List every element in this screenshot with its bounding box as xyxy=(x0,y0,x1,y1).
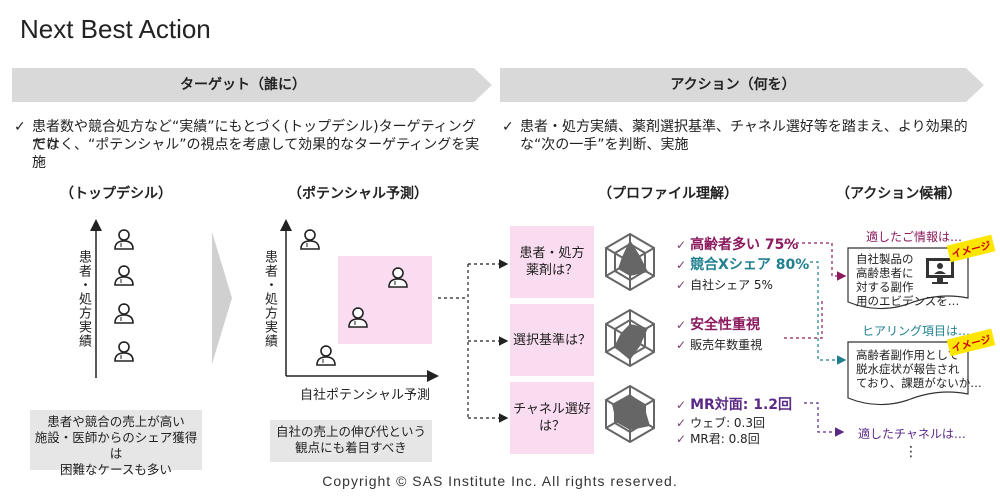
note-line: 自社の売上の伸び代という xyxy=(275,424,426,439)
profile-item-1: ✓高齢者多い 75% xyxy=(676,234,798,254)
note-line: 困難なケースも多い xyxy=(60,462,172,477)
page-title: Next Best Action xyxy=(20,14,211,44)
potential-y-label: 患者・処方実績 xyxy=(262,250,277,348)
check-icon: ✓ xyxy=(676,338,687,352)
action-label-2: ヒアリング項目は… xyxy=(862,324,971,338)
profile-item-2: ✓競合Xシェア 80% xyxy=(676,254,809,274)
potential-note: 自社の売上の伸び代という 観点にも着目すべき xyxy=(270,420,432,462)
metric-years-on-market: 販売年数重視 xyxy=(690,338,763,352)
radar-chart-3 xyxy=(605,384,655,444)
right-banner: アクション（何を） xyxy=(500,68,966,102)
metric-web: ウェブ: 0.3回 xyxy=(690,416,766,430)
left-banner-label: ターゲット（誰に） xyxy=(180,77,306,93)
question-box-3: チャネル選好は？ xyxy=(510,382,594,454)
potential-highlight-box xyxy=(338,256,432,344)
section-action: （アクション候補） xyxy=(836,186,962,202)
left-banner-arrow xyxy=(12,68,492,102)
copyright: Copyright © SAS Institute Inc. All right… xyxy=(322,473,678,489)
profile-item-7: ✓ウェブ: 0.3回 xyxy=(676,412,765,431)
radar-chart-2 xyxy=(605,308,655,368)
section-potential: （ポテンシャル予測） xyxy=(288,186,428,202)
section-profile: （プロファイル理解） xyxy=(598,186,738,202)
radar-chart-1 xyxy=(605,232,655,292)
doc-line: ており、課題がないか… xyxy=(856,376,982,390)
metric-own-share: 自社シェア 5% xyxy=(690,278,773,292)
person-icon xyxy=(316,344,336,366)
person-icon xyxy=(114,264,134,286)
left-bullet-line-2: でなく、“ポテンシャル”の視点を考慮して効果的なターゲティングを実施 xyxy=(32,137,480,171)
person-icon xyxy=(114,228,134,250)
ellipsis-icon: ⋮ xyxy=(904,444,918,460)
check-icon: ✓ xyxy=(676,318,687,332)
left-bullet-line-1: 患者数や競合処方など“実績”にもとづく(トップデシル)ターゲティングだけ xyxy=(32,119,476,153)
metric-competitor-share: 競合Xシェア 80% xyxy=(690,257,810,273)
check-icon: ✓ xyxy=(676,432,687,446)
check-icon: ✓ xyxy=(676,398,687,412)
doc-line: 高齢患者に xyxy=(856,266,914,280)
check-icon: ✓ xyxy=(676,278,687,292)
profile-item-5: ✓販売年数重視 xyxy=(676,334,762,353)
right-bullet-line-1: 患者・処方実績、薬剤選択基準、チャネル選好等を踏まえ、より効果的 xyxy=(520,119,968,135)
section-top-decile: （トップデシル） xyxy=(60,186,172,202)
profile-item-6: ✓MR対面: 1.2回 xyxy=(676,394,792,414)
metric-safety: 安全性重視 xyxy=(690,317,761,333)
chevron-arrow xyxy=(212,232,232,364)
note-line: 観点にも着目すべき xyxy=(295,440,407,455)
note-line: 施設・医師からのシェア獲得は xyxy=(34,430,198,461)
metric-mr-visit: MR対面: 1.2回 xyxy=(690,397,793,413)
top-decile-y-label: 患者・処方実績 xyxy=(76,250,91,348)
metric-elderly: 高齢者多い 75% xyxy=(690,237,799,253)
check-icon: ✓ xyxy=(676,238,687,252)
doc-2-text: 高齢者副作用として 脱水症状が報告され ており、課題がないか… xyxy=(856,348,982,390)
action-label-3: 適したチャネルは… xyxy=(858,427,966,441)
doc-line: 高齢者副作用として xyxy=(856,348,960,362)
top-decile-note: 患者や競合の売上が高い 施設・医師からのシェア獲得は 困難なケースも多い xyxy=(30,410,202,477)
left-banner: ターゲット（誰に） xyxy=(12,68,474,102)
question-box-2: 選択基準は？ xyxy=(510,304,594,376)
question-1-line-2: 薬剤は？ xyxy=(525,263,578,278)
note-line: 患者や競合の売上が高い xyxy=(47,414,185,429)
doc-line: 用のエビデンスを… xyxy=(856,294,960,308)
doc-line: 自社製品の xyxy=(856,252,914,266)
doc-shape-2 xyxy=(847,341,969,406)
metric-mr-kun: MR君: 0.8回 xyxy=(690,432,760,446)
question-box-1: 患者・処方 薬剤は？ xyxy=(510,226,594,298)
check-icon: ✓ xyxy=(14,119,26,135)
profile-item-3: ✓自社シェア 5% xyxy=(676,274,773,293)
right-banner-label: アクション（何を） xyxy=(670,77,796,93)
right-bullet-line-2: な“次の一手”を判断、実施 xyxy=(520,137,689,153)
check-icon: ✓ xyxy=(676,416,687,430)
check-icon: ✓ xyxy=(502,119,514,135)
doc-line: 対する副作 xyxy=(856,280,914,294)
left-bullet: ✓ 患者数や競合処方など“実績”にもとづく(トップデシル)ターゲティングだけ で… xyxy=(14,118,484,171)
action-label-1: 適したご情報は… xyxy=(866,230,963,244)
question-1-line-1: 患者・処方 xyxy=(519,246,585,261)
profile-item-4: ✓安全性重視 xyxy=(676,314,760,334)
right-banner-arrow xyxy=(500,68,984,102)
monitor-icon xyxy=(926,258,954,284)
person-icon xyxy=(300,228,320,250)
profile-item-8: ✓MR君: 0.8回 xyxy=(676,428,760,447)
person-icon xyxy=(114,340,134,362)
doc-1-text: 自社製品の 高齢患者に 対する副作 用のエビデンスを… xyxy=(856,252,959,308)
potential-x-label: 自社ポテンシャル予測 xyxy=(300,388,431,403)
person-icon xyxy=(114,302,134,324)
right-bullet: ✓ 患者・処方実績、薬剤選択基準、チャネル選好等を踏まえ、より効果的 な“次の一… xyxy=(502,118,972,158)
check-icon: ✓ xyxy=(676,258,687,272)
doc-line: 脱水症状が報告され xyxy=(856,362,960,376)
